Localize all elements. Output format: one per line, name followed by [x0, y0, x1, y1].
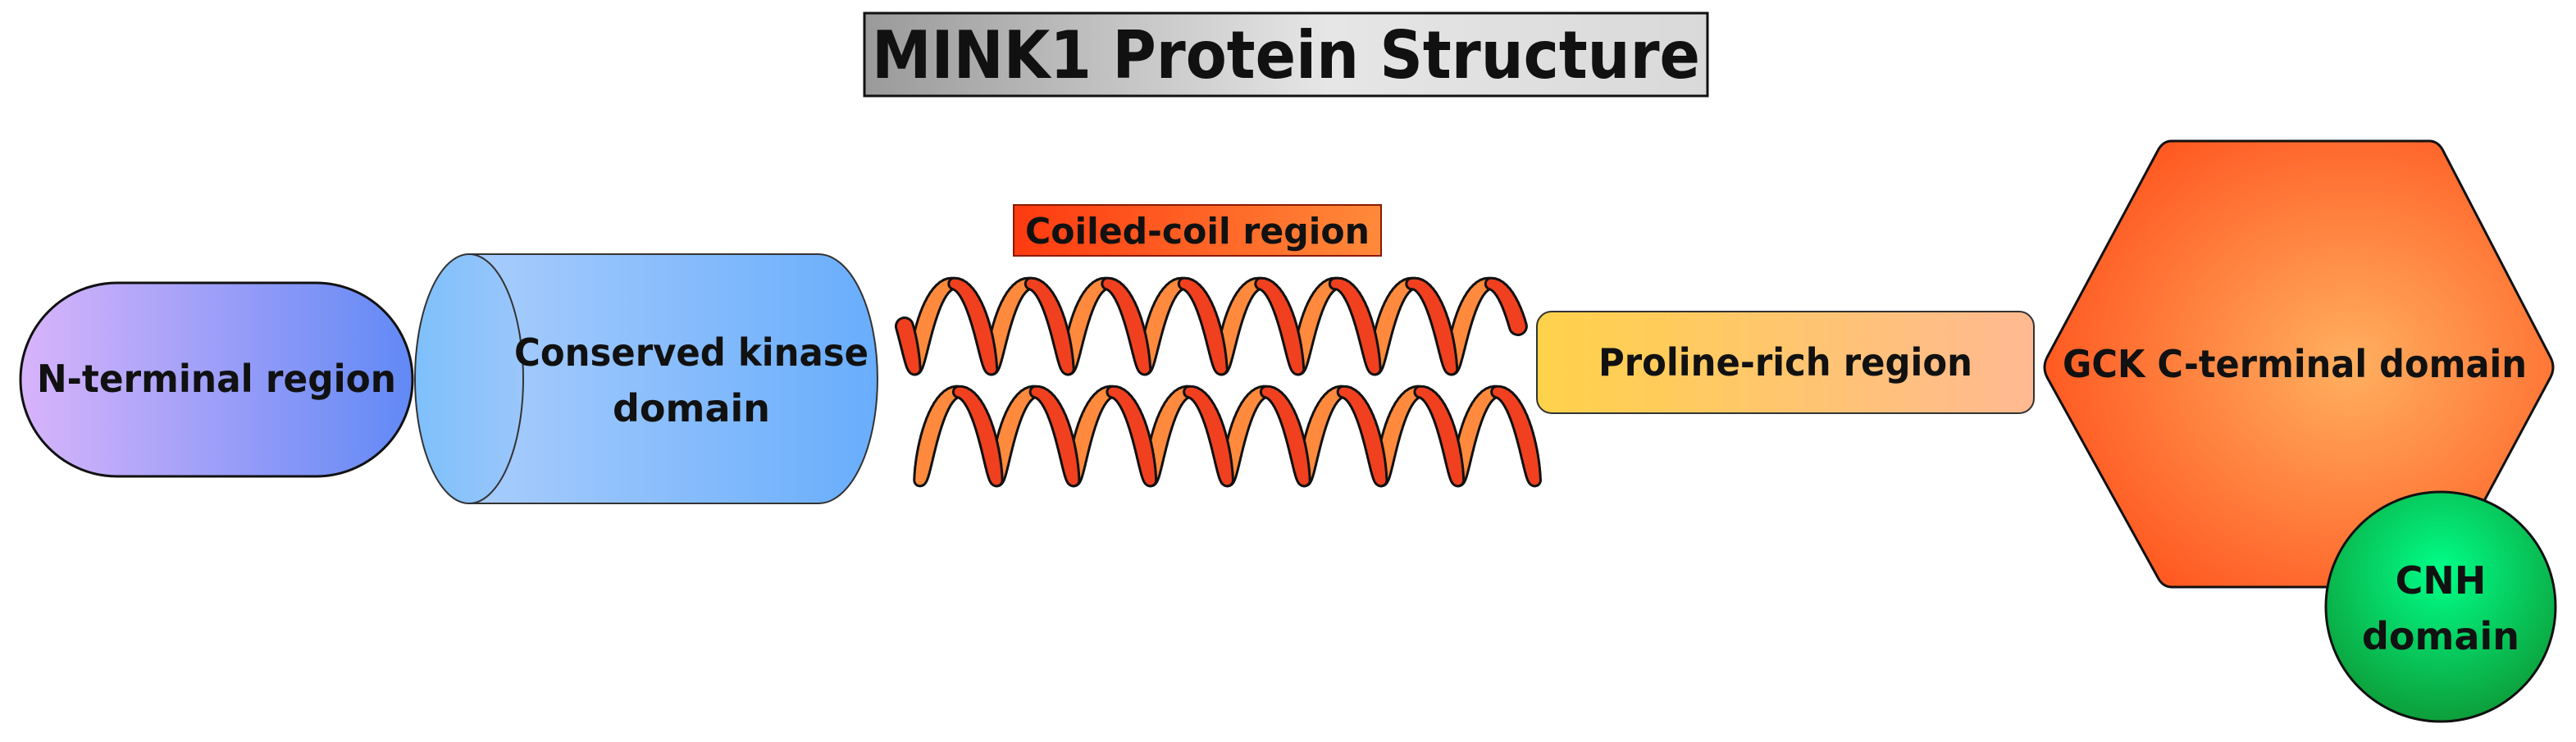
helix-bottom	[913, 385, 1542, 488]
coiled-coil-label: Coiled-coil region	[1025, 211, 1370, 253]
kinase-label-line2: domain	[613, 386, 770, 430]
kinase-label-line1: Conserved kinase	[514, 330, 869, 375]
gck-c-terminal-label: GCK C-terminal domain	[2063, 342, 2527, 386]
cnh-label-line2: domain	[2362, 614, 2519, 658]
proline-rich-region: Proline-rich region	[1536, 311, 2035, 414]
cnh-domain: CNH domain	[2324, 490, 2557, 723]
n-terminal-region: N-terminal region	[19, 281, 414, 478]
helix-ribbon-segment	[1508, 313, 1525, 334]
conserved-kinase-domain: Conserved kinase domain	[414, 253, 878, 504]
page-title: MINK1 Protein Structure	[872, 17, 1700, 93]
gck-c-terminal-domain: GCK C-terminal domain	[2043, 139, 2555, 589]
helix-top	[894, 276, 1528, 376]
coiled-coil-region: Coiled-coil region	[894, 204, 1542, 488]
n-terminal-label: N-terminal region	[37, 357, 396, 401]
title-box: MINK1 Protein Structure	[863, 11, 1709, 98]
proline-rich-label: Proline-rich region	[1598, 340, 1972, 385]
cnh-label-line1: CNH	[2396, 558, 2487, 603]
